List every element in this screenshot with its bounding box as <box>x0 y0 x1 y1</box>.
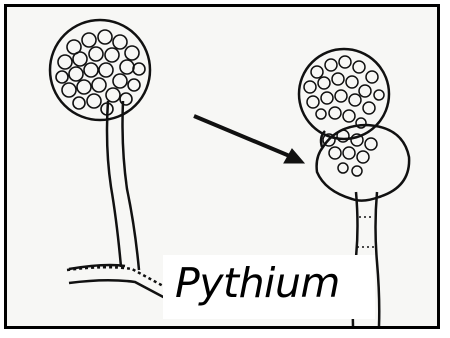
upper-sporangium-wall <box>299 49 389 139</box>
figure-frame: Pythium <box>4 4 440 329</box>
figure-caption: Pythium <box>175 259 340 307</box>
right-spores <box>304 56 384 176</box>
right-stalk-right <box>376 192 380 326</box>
arrow-pointer <box>194 116 304 163</box>
stalk-right-edge <box>123 101 140 270</box>
stalk-left-edge <box>107 101 121 267</box>
left-spores <box>56 30 145 115</box>
